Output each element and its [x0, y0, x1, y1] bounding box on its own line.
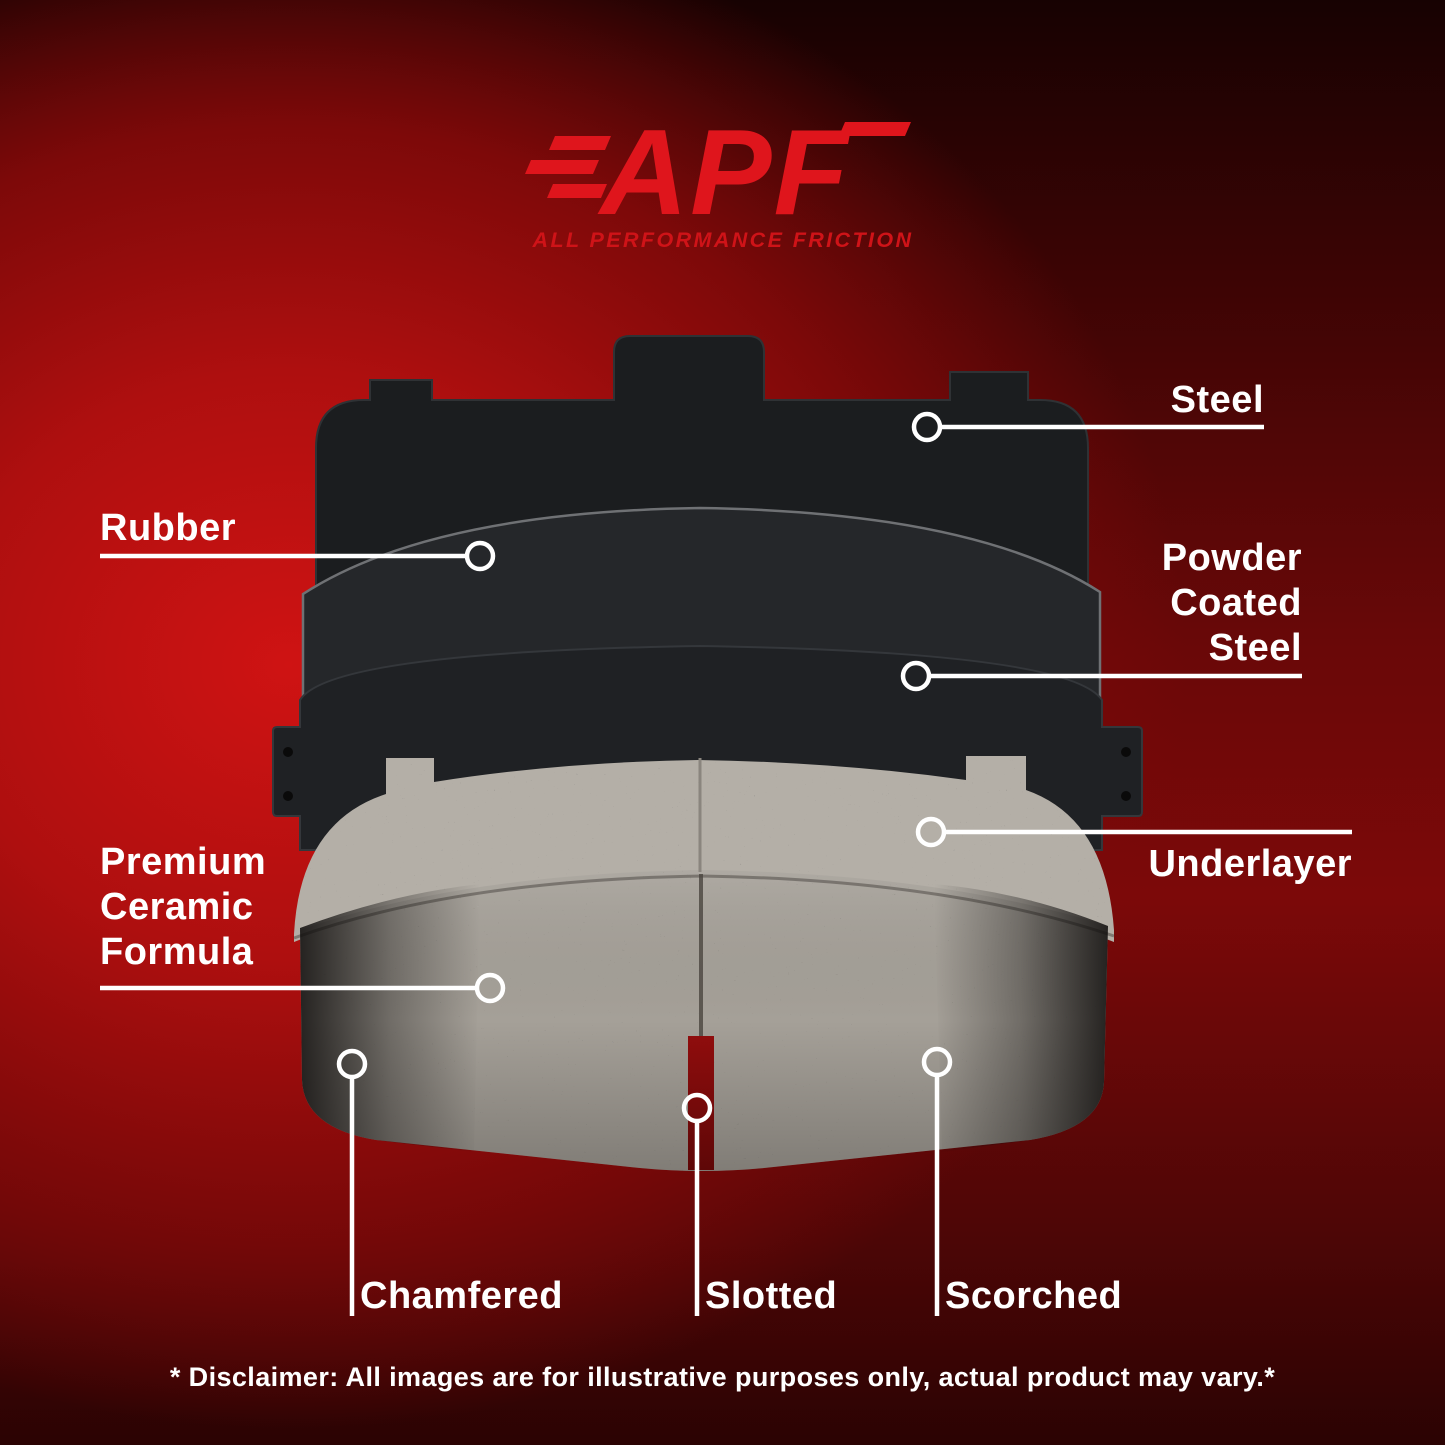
logo-tagline: ALL PERFORMANCE FRICTION	[531, 228, 913, 252]
scorched-callout-dot	[921, 1046, 953, 1078]
logo-acronym: APF	[597, 104, 851, 240]
chamfered-callout-dot	[336, 1048, 368, 1080]
plate-hole	[283, 791, 293, 801]
chamfered-label: Chamfered	[360, 1275, 563, 1317]
premium-ceramic-formula-label: Premium Ceramic Formula	[100, 841, 267, 973]
underlayer-label: Underlayer	[1148, 843, 1352, 885]
plate-hole	[1121, 747, 1131, 757]
rubber-label: Rubber	[100, 507, 236, 549]
scorched-label: Scorched	[945, 1275, 1123, 1317]
scorched-edge-right	[934, 884, 1108, 1152]
steel-callout-dot	[911, 411, 943, 443]
powder-coated-steel-label: Powder Coated Steel	[1161, 537, 1302, 669]
underlayer-callout-dot	[915, 816, 947, 848]
slotted-callout-dot	[681, 1092, 713, 1124]
slotted-label: Slotted	[705, 1275, 838, 1317]
premium-callout-dot	[474, 972, 506, 1004]
powder-callout-dot	[900, 660, 932, 692]
steel-label: Steel	[1170, 379, 1264, 421]
disclaimer-text: * Disclaimer: All images are for illustr…	[169, 1362, 1276, 1392]
scorched-edge-left	[300, 884, 480, 1152]
rubber-callout-dot	[464, 540, 496, 572]
speed-lines-icon	[524, 122, 911, 198]
ceramic-pad-shading	[293, 758, 1115, 1171]
plate-hole	[1121, 791, 1131, 801]
apf-logo: APF ALL PERFORMANCE FRICTION	[524, 104, 913, 252]
plate-hole	[283, 747, 293, 757]
pad-top-underlayer	[294, 756, 1114, 942]
